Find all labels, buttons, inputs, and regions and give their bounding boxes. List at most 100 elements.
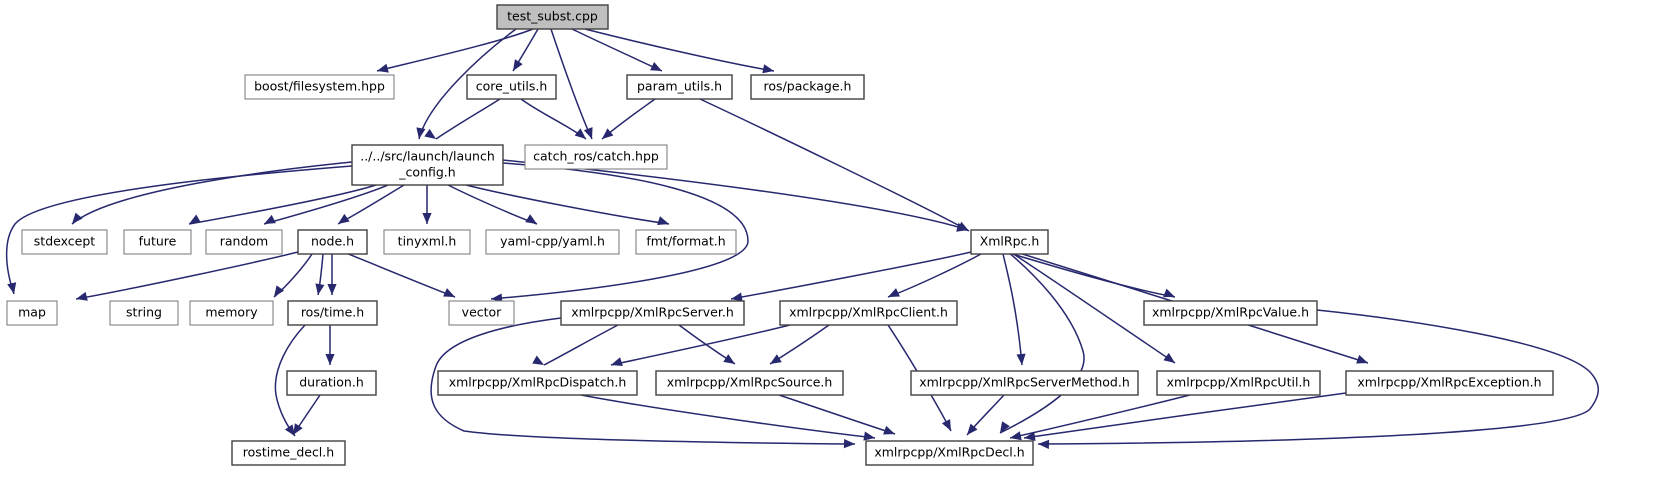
node-rostime_decl[interactable]: rostime_decl.h xyxy=(231,440,346,466)
node-box-xrpc_client[interactable] xyxy=(779,300,958,326)
node-param_utils[interactable]: param_utils.h xyxy=(626,74,733,100)
arrowhead-14 xyxy=(422,213,432,224)
node-test_subst[interactable]: test_subst.cpp xyxy=(496,4,609,30)
node-xrpc_util[interactable]: xmlrpcpp/XmlRpcUtil.h xyxy=(1156,370,1321,396)
node-label-random: random xyxy=(220,234,268,249)
arrowhead-40 xyxy=(611,357,623,366)
node-core_utils[interactable]: core_utils.h xyxy=(466,74,557,100)
edge-ros_time-to-rostime_decl xyxy=(274,324,306,437)
node-string[interactable]: string xyxy=(109,300,179,326)
node-label-memory: memory xyxy=(205,305,258,320)
arrowhead-12 xyxy=(264,214,276,224)
node-box-xrpc_servermethod[interactable] xyxy=(910,370,1139,396)
node-box-future[interactable] xyxy=(123,229,192,255)
node-box-random[interactable] xyxy=(205,229,283,255)
node-box-memory[interactable] xyxy=(189,300,274,326)
arrowhead-39 xyxy=(941,419,951,431)
node-label-yamlcpp: yaml-cpp/yaml.h xyxy=(500,234,605,249)
node-box-launch_config[interactable] xyxy=(351,144,504,186)
node-box-yamlcpp[interactable] xyxy=(485,229,620,255)
node-boost_fs[interactable]: boost/filesystem.hpp xyxy=(244,74,395,100)
node-box-xrpc_decl[interactable] xyxy=(865,440,1034,466)
edge-core_utils-to-catch_ros xyxy=(520,98,587,140)
node-box-core_utils[interactable] xyxy=(466,74,557,100)
arrowhead-30 xyxy=(1163,288,1175,298)
edge-test_subst-to-launch_config xyxy=(418,28,517,140)
node-box-ros_duration[interactable] xyxy=(286,370,377,396)
node-box-map[interactable] xyxy=(6,300,58,326)
arrowhead-11 xyxy=(189,214,201,224)
node-ros_time[interactable]: ros/time.h xyxy=(287,300,378,326)
node-label-launch_config: ../../src/launch/launch xyxy=(360,149,495,164)
arrowhead-29 xyxy=(888,288,900,297)
node-box-xrpc_server[interactable] xyxy=(560,300,745,326)
arrowhead-22 xyxy=(315,283,325,295)
edge-xmlrpc_h-to-xrpc_decl xyxy=(999,251,1085,434)
node-memory[interactable]: memory xyxy=(189,300,274,326)
node-map[interactable]: map xyxy=(6,300,58,326)
node-xrpc_source[interactable]: xmlrpcpp/XmlRpcSource.h xyxy=(655,370,844,396)
arrowhead-0 xyxy=(377,63,389,73)
node-xrpc_server[interactable]: xmlrpcpp/XmlRpcServer.h xyxy=(560,300,745,326)
arrowhead-36 xyxy=(843,439,855,449)
arrowhead-10 xyxy=(72,212,83,224)
arrowhead-4 xyxy=(650,62,662,71)
node-xmlrpc_h[interactable]: XmlRpc.h xyxy=(970,229,1049,255)
node-xrpc_exception[interactable]: xmlrpcpp/XmlRpcException.h xyxy=(1345,370,1554,396)
arrowhead-24 xyxy=(443,288,455,297)
node-box-test_subst[interactable] xyxy=(496,4,609,30)
node-random[interactable]: random xyxy=(205,229,283,255)
arrowhead-8 xyxy=(602,128,614,139)
node-label-xrpc_client: xmlrpcpp/XmlRpcClient.h xyxy=(789,305,948,320)
arrowhead-25 xyxy=(325,354,335,365)
node-ros_package[interactable]: ros/package.h xyxy=(750,74,865,100)
node-xrpc_client[interactable]: xmlrpcpp/XmlRpcClient.h xyxy=(779,300,958,326)
node-label-catch_ros: catch_ros/catch.hpp xyxy=(533,149,659,164)
node-fmt_format[interactable]: fmt/format.h xyxy=(635,229,737,255)
node-stdexcept[interactable]: stdexcept xyxy=(21,229,108,255)
edge-test_subst-to-catch_ros xyxy=(550,28,593,140)
node-ros_duration[interactable]: duration.h xyxy=(286,370,377,396)
node-xrpc_dispatch[interactable]: xmlrpcpp/XmlRpcDispatch.h xyxy=(437,370,638,396)
arrowhead-2 xyxy=(513,59,523,71)
node-box-string[interactable] xyxy=(109,300,179,326)
node-box-catch_ros[interactable] xyxy=(524,144,668,170)
node-box-ros_time[interactable] xyxy=(287,300,378,326)
edge-launch_config-to-fmt_format xyxy=(465,184,670,225)
arrowhead-21 xyxy=(274,285,285,297)
node-label-stdexcept: stdexcept xyxy=(34,234,95,249)
node-launch_config[interactable]: ../../src/launch/launch_config.h xyxy=(351,144,504,186)
node-box-boost_fs[interactable] xyxy=(244,74,395,100)
arrowhead-1 xyxy=(416,127,426,139)
node-future[interactable]: future xyxy=(123,229,192,255)
node-box-fmt_format[interactable] xyxy=(635,229,737,255)
node-yamlcpp[interactable]: yaml-cpp/yaml.h xyxy=(485,229,620,255)
node-box-xrpc_dispatch[interactable] xyxy=(437,370,638,396)
edge-launch_config-to-stdexcept xyxy=(71,161,353,225)
edge-launch_config-to-vector xyxy=(490,162,749,300)
node-vector[interactable]: vector xyxy=(448,300,515,326)
node-box-xrpc_value[interactable] xyxy=(1143,300,1318,326)
node-catch_ros[interactable]: catch_ros/catch.hpp xyxy=(524,144,668,170)
node-tinyxml[interactable]: tinyxml.h xyxy=(383,229,471,255)
node-box-rostime_decl[interactable] xyxy=(231,440,346,466)
node-box-stdexcept[interactable] xyxy=(21,229,108,255)
node-xrpc_value[interactable]: xmlrpcpp/XmlRpcValue.h xyxy=(1143,300,1318,326)
node-box-vector[interactable] xyxy=(448,300,515,326)
node-box-node_h[interactable] xyxy=(297,229,368,255)
node-box-xrpc_exception[interactable] xyxy=(1345,370,1554,396)
arrowhead-7 xyxy=(574,128,586,139)
node-box-ros_package[interactable] xyxy=(750,74,865,100)
node-xrpc_decl[interactable]: xmlrpcpp/XmlRpcDecl.h xyxy=(865,440,1034,466)
node-xrpc_servermethod[interactable]: xmlrpcpp/XmlRpcServerMethod.h xyxy=(910,370,1139,396)
arrowhead-42 xyxy=(863,431,875,441)
node-box-param_utils[interactable] xyxy=(626,74,733,100)
node-box-xrpc_source[interactable] xyxy=(655,370,844,396)
node-box-xmlrpc_h[interactable] xyxy=(970,229,1049,255)
edge-xrpc_dispatch-to-xrpc_decl xyxy=(580,394,876,439)
node-box-xrpc_util[interactable] xyxy=(1156,370,1321,396)
node-box-tinyxml[interactable] xyxy=(383,229,471,255)
node-node_h[interactable]: node.h xyxy=(297,229,368,255)
